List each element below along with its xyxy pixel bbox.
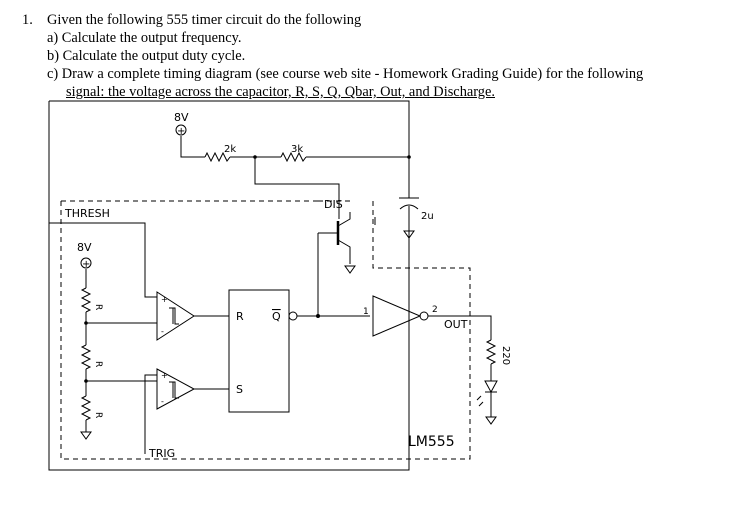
label-chip: LM555 (408, 434, 455, 450)
led-rays (476, 395, 484, 407)
question-part-c-line1: c) Draw a complete timing diagram (see c… (47, 66, 644, 82)
comparator-trigger (156, 368, 196, 410)
junction-cap-top (407, 155, 411, 159)
label-supply-left: 8V (77, 241, 92, 254)
ground-led (485, 416, 497, 425)
label-comp2-minus: - (161, 397, 164, 406)
label-comp1-minus: - (161, 327, 164, 336)
question-part-a: a) Calculate the output frequency. (47, 30, 242, 46)
label-thresh: THRESH (64, 207, 110, 220)
label-buf-out-pin: 2 (432, 305, 438, 315)
flip-flop-box (228, 289, 290, 413)
label-ff-qbar: Q (272, 310, 281, 323)
label-ff-r: R (236, 310, 244, 323)
label-supply-top: 8V (174, 111, 189, 124)
label-comp1-plus: + (161, 295, 168, 304)
question-number: 1. (22, 12, 33, 28)
label-capacitor: 2u (421, 211, 434, 222)
resistor-3k (280, 151, 307, 163)
load-resistor-220 (485, 339, 497, 365)
ground-divider (80, 431, 92, 440)
top-loop-wire (49, 100, 410, 198)
junction-r1-r2 (253, 155, 257, 159)
transistor-collector (337, 212, 351, 227)
hysteresis-icon-1 (169, 307, 179, 325)
question-part-b: b) Calculate the output duty cycle. (47, 48, 246, 64)
junction-divider-2 (84, 379, 88, 383)
label-plus-left: + (82, 259, 90, 270)
label-dis: DIS (324, 198, 343, 211)
resistor-2k (204, 151, 231, 163)
divider-resistor-bot (80, 395, 92, 421)
label-divider-r-bot: R (93, 412, 103, 418)
wire-to-comp2 (86, 380, 158, 391)
label-out: OUT (444, 318, 468, 331)
thresh-wire (49, 222, 157, 298)
qbar-bubble (288, 311, 298, 321)
output-buffer (372, 295, 422, 337)
label-divider-r-top: R (93, 304, 103, 310)
ground-cap (403, 230, 415, 239)
junction-qbar (316, 314, 320, 318)
question-part-c-line2: signal: the voltage across the capacitor… (66, 84, 495, 100)
comparator-threshold (156, 291, 195, 341)
outer-loop-wire (48, 101, 410, 471)
hysteresis-icon-2 (169, 381, 179, 399)
label-r2: 3k (291, 144, 303, 155)
label-r1: 2k (224, 144, 236, 155)
divider-resistor-mid (80, 344, 92, 370)
ground-transistor (344, 265, 356, 274)
trig-wire (144, 374, 157, 454)
label-comp2-plus: + (161, 371, 168, 380)
label-divider-r-mid: R (93, 361, 103, 367)
supply-left-symbol (80, 257, 92, 269)
divider-resistor-top (80, 287, 92, 313)
label-load-resistor: 220 (500, 346, 511, 365)
led-symbol (484, 380, 498, 394)
transistor-emitter (337, 239, 351, 264)
out-wire (428, 315, 492, 340)
label-buf-in-pin: 1 (363, 307, 369, 317)
label-trig: TRIG (148, 447, 175, 460)
label-plus-top: + (177, 126, 185, 137)
label-ff-s: S (236, 383, 243, 396)
capacitor-plate-bottom (399, 204, 419, 210)
supply-top-wire (180, 136, 205, 158)
chip-boundary (60, 200, 471, 460)
supply-top-symbol (175, 124, 187, 136)
question-intro: Given the following 555 timer circuit do… (47, 12, 362, 28)
junction-divider-1 (84, 321, 88, 325)
